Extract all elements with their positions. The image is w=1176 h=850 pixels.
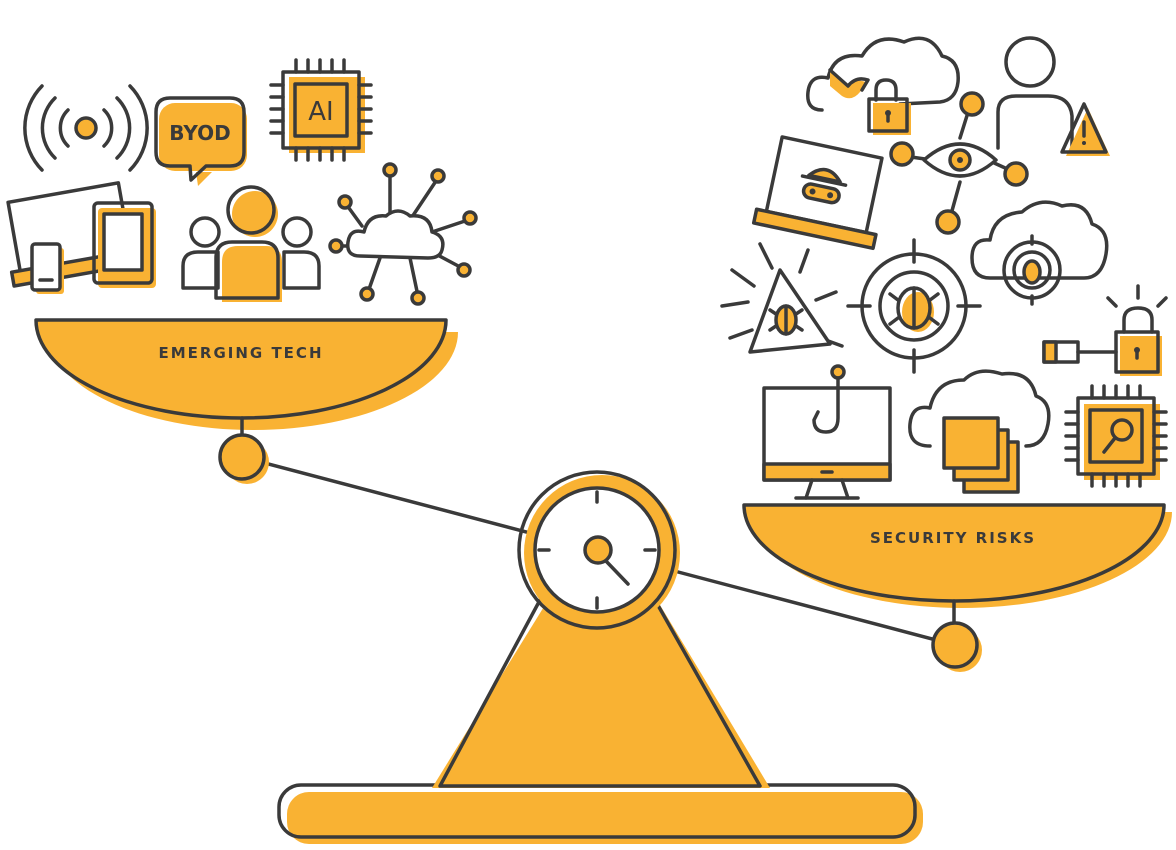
surveillance-eye-network-icon xyxy=(889,91,1029,235)
user-group-icon xyxy=(181,185,321,302)
ai-text: AI xyxy=(308,97,333,127)
scale-base xyxy=(277,783,923,844)
alert-user-icon xyxy=(996,36,1110,156)
hacker-laptop-icon xyxy=(751,135,884,251)
phishing-monitor-icon xyxy=(762,364,892,500)
ai-chip-icon: AI xyxy=(269,58,373,162)
left-pan: EMERGING TECH xyxy=(34,318,458,484)
right-pan-label: SECURITY RISKS xyxy=(870,529,1036,547)
bug-target-icon xyxy=(846,238,982,374)
chip-search-icon xyxy=(1064,384,1168,488)
cloud-bug-target-icon xyxy=(970,200,1109,306)
byod-text: BYOD xyxy=(169,121,231,145)
battery-lock-icon xyxy=(1042,284,1168,376)
cloud-data-stack-icon xyxy=(908,369,1051,494)
gauge-dial xyxy=(517,470,680,631)
padlock-icon xyxy=(867,78,911,135)
byod-speech-bubble-icon: BYOD xyxy=(154,96,247,186)
left-pan-label: EMERGING TECH xyxy=(159,344,324,362)
wireless-signal-icon xyxy=(23,84,149,172)
cloud-network-icon xyxy=(328,162,478,306)
warning-bug-icon xyxy=(720,242,844,354)
devices-icon xyxy=(6,181,156,294)
cloud-wrench-icon xyxy=(806,36,960,112)
right-pan: SECURITY RISKS xyxy=(742,503,1172,672)
